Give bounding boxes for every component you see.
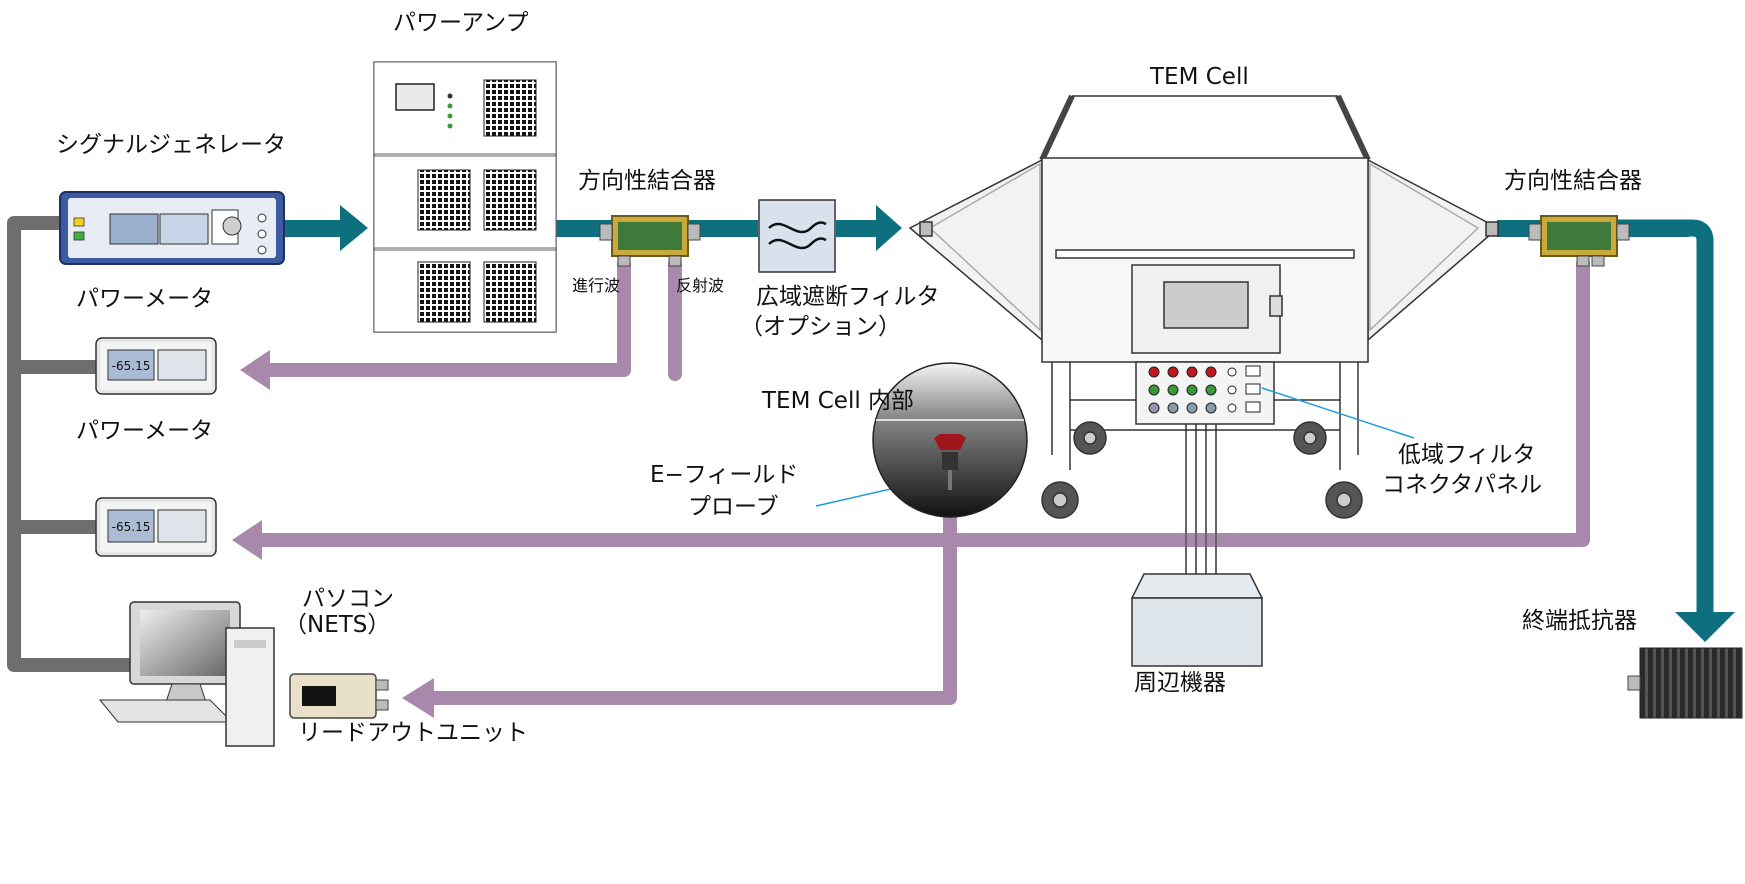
label-terminator: 終端抵抗器 (1522, 608, 1637, 634)
label-pc-line2: （NETS） (284, 612, 391, 638)
tem-inside-view (872, 362, 1028, 518)
label-lpf-line2: コネクタパネル (1382, 472, 1543, 498)
peripheral-wires (1185, 398, 1217, 575)
power-meter-1 (95, 337, 217, 395)
label-forward-wave: 進行波 (572, 276, 621, 295)
label-readout: リードアウトユニット (298, 720, 528, 746)
label-reflected-wave: 反射波 (676, 276, 725, 295)
label-signal-generator: シグナルジェネレータ (56, 132, 286, 158)
label-peripheral: 周辺機器 (1134, 670, 1226, 696)
signal-generator (59, 191, 285, 265)
meter-display-1: -65.15 (112, 359, 151, 373)
label-power-meter-1: パワーメータ (76, 286, 214, 312)
meter-display-2: -65.15 (112, 520, 151, 534)
label-pc-line1: パソコン (302, 586, 394, 612)
directional-coupler-right (1528, 215, 1630, 267)
label-tem-inside: TEM Cell 内部 (762, 388, 915, 414)
label-power-amp: パワーアンプ (393, 10, 529, 36)
signal-lines (232, 257, 1590, 718)
pc (98, 601, 275, 747)
label-probe-line2: プローブ (688, 494, 779, 520)
label-filter-line2: （オプション） (740, 314, 901, 340)
lpf-connector-panel (1148, 365, 1261, 414)
label-dir-coupler-right: 方向性結合器 (1504, 168, 1642, 194)
label-probe-line1: E−フィールド (650, 462, 799, 488)
directional-coupler-left (599, 215, 701, 267)
label-tem-cell: TEM Cell (1150, 64, 1249, 90)
label-filter-line1: 広域遮断フィルタ (756, 284, 940, 310)
peripheral-box (1130, 573, 1264, 667)
label-dir-coupler-left: 方向性結合器 (578, 168, 716, 194)
terminator (1627, 647, 1743, 719)
label-lpf-line1: 低域フィルタ (1398, 442, 1536, 468)
power-amplifier (373, 61, 557, 333)
power-meter-2 (95, 497, 217, 557)
control-bus (7, 216, 157, 672)
readout-unit (289, 673, 389, 719)
label-power-meter-2: パワーメータ (76, 418, 214, 444)
wideband-filter (758, 199, 836, 273)
